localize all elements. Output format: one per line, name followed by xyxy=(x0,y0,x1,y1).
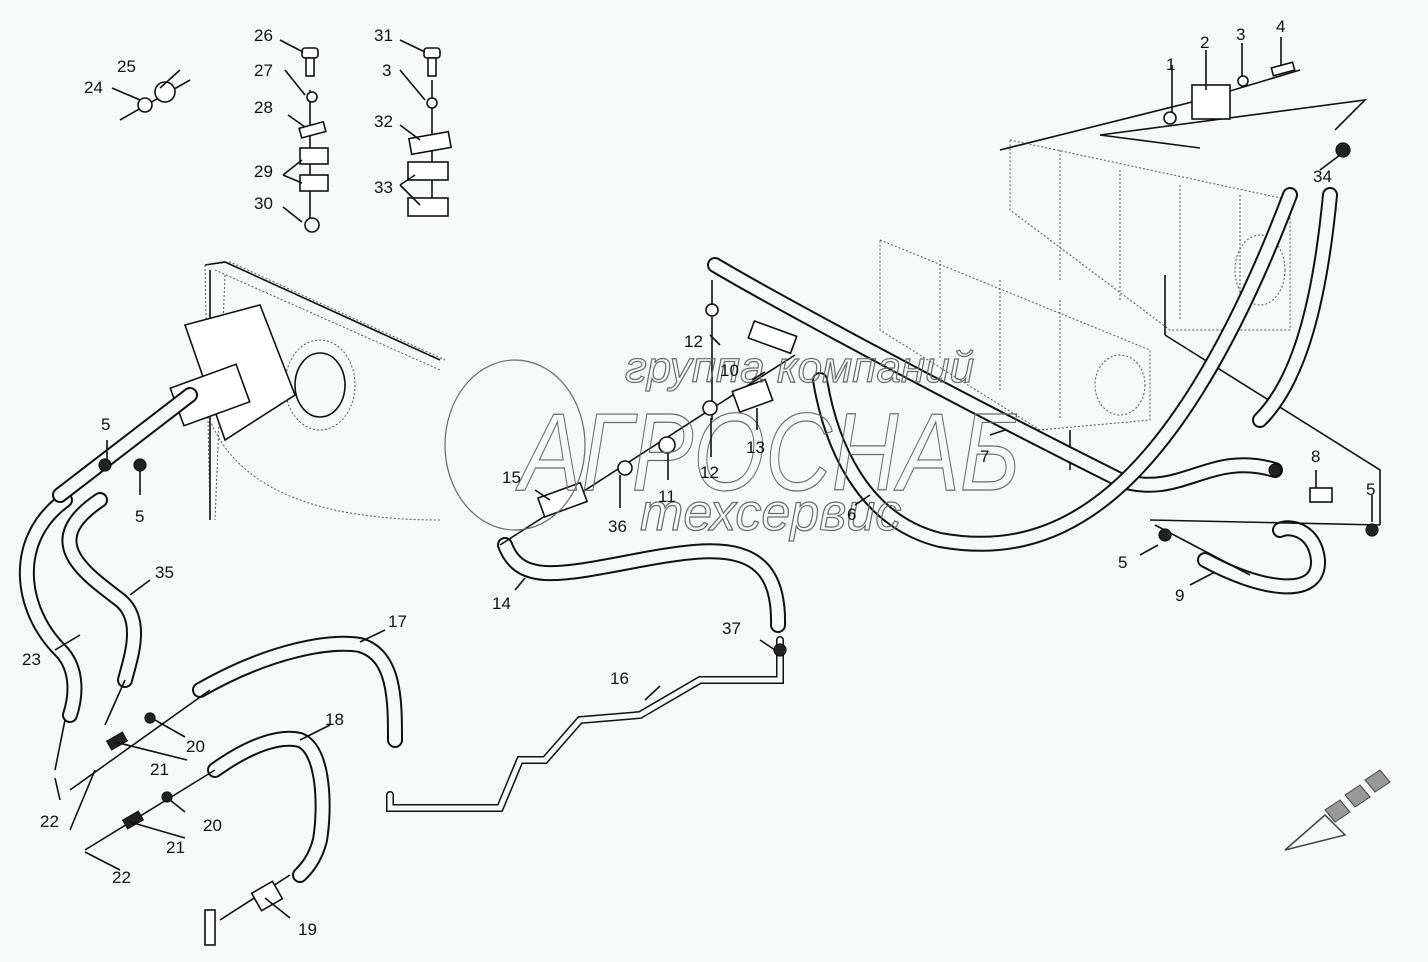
callout-13: 13 xyxy=(746,438,765,457)
callout-30: 30 xyxy=(254,194,273,213)
callout-35: 35 xyxy=(155,563,174,582)
callout-5d: 5 xyxy=(1366,480,1375,499)
callout-9: 9 xyxy=(1175,586,1184,605)
hose-6 xyxy=(812,187,1298,552)
callout-32: 32 xyxy=(374,112,393,131)
callout-15: 15 xyxy=(502,468,521,487)
callout-7: 7 xyxy=(980,447,989,466)
callout-26: 26 xyxy=(254,26,273,45)
callout-5c: 5 xyxy=(1118,553,1127,572)
watermark: группа компаний АГРОСНАБ техсервис xyxy=(444,342,1021,543)
hose-35 xyxy=(61,492,142,688)
travel-direction-arrow xyxy=(1284,769,1391,851)
callout-21b: 21 xyxy=(166,838,185,857)
callout-12b: 12 xyxy=(700,463,719,482)
hose-17 xyxy=(192,635,403,748)
callout-33: 33 xyxy=(374,178,393,197)
hose-9 xyxy=(1197,520,1326,595)
hose-14 xyxy=(497,537,787,633)
callout-6: 6 xyxy=(847,505,856,524)
hose-18 xyxy=(207,730,331,883)
hose-7 xyxy=(707,257,1283,493)
callout-1: 1 xyxy=(1166,55,1175,74)
hose-34-line xyxy=(1252,187,1338,428)
callout-37: 37 xyxy=(722,619,741,638)
callout-2: 2 xyxy=(1200,33,1209,52)
callout-17: 17 xyxy=(388,612,407,631)
callout-36: 36 xyxy=(608,517,627,536)
watermark-line1: группа компаний xyxy=(625,343,974,392)
callout-4: 4 xyxy=(1276,17,1285,36)
callout-5b: 5 xyxy=(135,507,144,526)
callout-21a: 21 xyxy=(150,760,169,779)
callout-29: 29 xyxy=(254,162,273,181)
callout-18: 18 xyxy=(325,710,344,729)
callout-8: 8 xyxy=(1311,447,1320,466)
callouts: 25 24 26 27 28 29 30 31 3 32 33 1 2 3 4 … xyxy=(22,17,1375,939)
callout-5a: 5 xyxy=(101,415,110,434)
watermark-line2: АГРОСНАБ xyxy=(515,391,1020,514)
callout-25: 25 xyxy=(117,57,136,76)
hose-23 xyxy=(18,492,83,723)
callout-3a: 3 xyxy=(1236,25,1245,44)
callout-10: 10 xyxy=(720,361,739,380)
callout-27: 27 xyxy=(254,61,273,80)
callout-14: 14 xyxy=(492,594,511,613)
callout-11: 11 xyxy=(658,487,676,506)
callout-22a: 22 xyxy=(40,812,59,831)
callout-19: 19 xyxy=(298,920,317,939)
leader-lines xyxy=(54,37,1373,919)
fittings xyxy=(98,47,1379,946)
hose-left-upper xyxy=(52,387,198,503)
pipe-16 xyxy=(386,636,784,812)
callout-31: 31 xyxy=(374,26,393,45)
callout-34: 34 xyxy=(1313,167,1332,186)
callout-24: 24 xyxy=(84,78,103,97)
watermark-line3: техсервис xyxy=(640,484,901,542)
callout-20b: 20 xyxy=(203,816,222,835)
callout-16: 16 xyxy=(610,669,629,688)
callout-12a: 12 xyxy=(684,332,703,351)
callout-20a: 20 xyxy=(186,737,205,756)
callout-3b: 3 xyxy=(382,61,391,80)
callout-22b: 22 xyxy=(112,868,131,887)
callout-28: 28 xyxy=(254,98,273,117)
frame-structure xyxy=(169,261,446,521)
callout-23: 23 xyxy=(22,650,41,669)
